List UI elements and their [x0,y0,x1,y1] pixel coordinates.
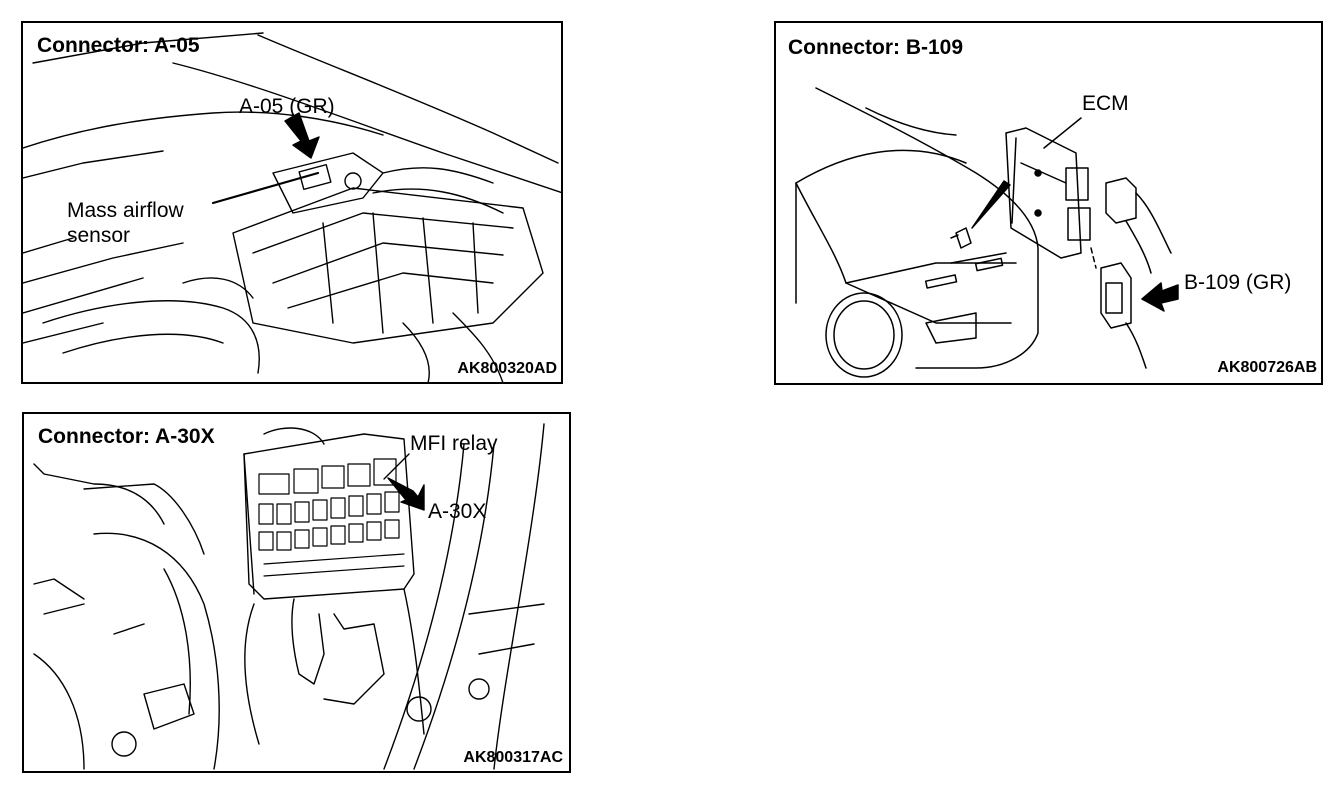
panel-title: Connector: A-30X [38,425,215,448]
panel-title: Connector: A-05 [37,34,200,57]
panel-title: Connector: B-109 [788,36,964,59]
engine-bay-drawing-a05 [23,32,561,382]
vehicle-ecm-drawing-b109 [795,87,1179,378]
relay-box-drawing-a30x [33,423,545,770]
connector-callout-a05: A-05 (GR) [239,95,335,118]
connector-callout-a30x: A-30X [428,500,487,523]
mass-airflow-sensor-label-line1: Mass airflow [67,199,184,222]
mass-airflow-sensor-label-line2: sensor [67,224,131,247]
figure-code: AK800726AB [1217,359,1317,376]
ecm-label: ECM [1082,92,1129,115]
figure-code: AK800320AD [457,360,557,377]
panel-connector-a30x: Connector: A-30X MFI relay A-30X AK80031… [22,412,571,773]
connector-callout-b109: B-109 (GR) [1184,271,1292,294]
panel-connector-a05: Connector: A-05 A-05 (GR) Mass airflow s… [21,21,563,384]
figure-code: AK800317AC [463,749,563,766]
panel-connector-b109: Connector: B-109 ECM B-109 (GR) AK800726… [774,21,1323,385]
mfi-relay-label: MFI relay [410,432,498,455]
